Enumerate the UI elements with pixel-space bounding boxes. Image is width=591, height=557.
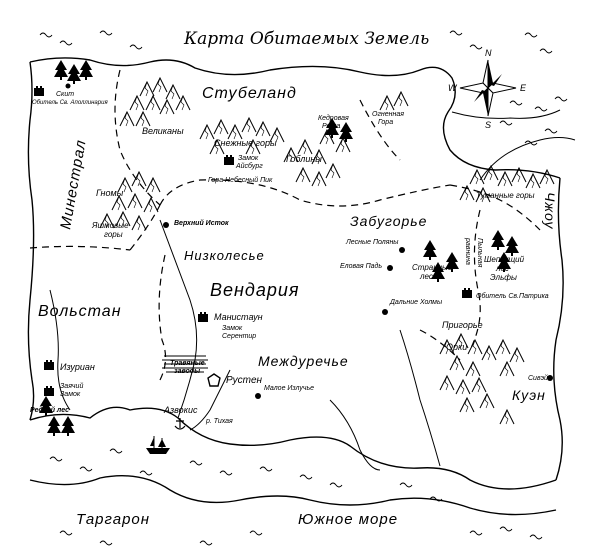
region-zabugorye: Забугорье [350, 213, 427, 229]
label-zamok-serentir-1: Замок [222, 325, 243, 332]
label-velikany: Великаны [142, 126, 184, 136]
symbols [34, 83, 553, 454]
label-manistaun: Манистаун [214, 312, 263, 322]
castle-aysbug-icon [224, 155, 234, 165]
label-obitel-apollinaria: Обитель Св. Аполлинария [32, 100, 108, 106]
label-zyachiy-2: Замок [60, 391, 81, 398]
label-pylnaya-1: Пыльная [476, 238, 483, 268]
label-prigorye-2: Орки [446, 342, 467, 352]
label-izurian: Изуриан [60, 362, 95, 372]
town-verkhny-istok-icon [163, 222, 169, 228]
compass-e: E [520, 83, 527, 93]
label-prigorye-1: Пригорье [442, 320, 483, 330]
region-south-sea: Южное море [298, 511, 398, 528]
region-vendaria: Вендария [210, 280, 300, 300]
town-skit-icon [65, 83, 71, 89]
label-rusten: Рустен [226, 375, 263, 386]
label-snezhnye-gory: Снежные горы [214, 138, 277, 148]
town-maloe-izluchye-icon [255, 393, 261, 399]
label-zyachiy-1: Заячий [60, 382, 83, 390]
label-yashmovye-2: горы [104, 230, 123, 239]
region-mezhdurechye: Междуречье [258, 353, 349, 369]
grass-field-icon [162, 355, 208, 373]
label-zamok-aysbug-2: Айсбург [235, 162, 263, 170]
castle-manistaun-icon [198, 312, 208, 322]
label-shepchuschiy-1: Шепчущий [484, 255, 525, 264]
region-nizkolesye: Низколесье [184, 248, 265, 263]
region-stubeland: Стубеланд [202, 85, 297, 102]
region-kuen: Куэн [512, 387, 546, 403]
label-gora-nebesny-pik: Гора Небесный Пик [208, 176, 273, 184]
label-sivey: Сивэй [528, 374, 548, 382]
label-tumannye-gory: Туманные горы [476, 191, 535, 200]
label-redkiy-les: Редкий лес [30, 406, 69, 414]
region-targaron: Таргарон [76, 511, 150, 528]
ship-icon [146, 436, 170, 454]
label-gnomy: Гномы [96, 188, 124, 198]
region-chzhou: Чжоу [542, 192, 558, 229]
town-lesnye-polyany-icon [399, 247, 405, 253]
region-minestral: Минестрал [57, 138, 90, 231]
label-elovaya-pad: Еловая Падь [340, 262, 382, 270]
compass-s: S [485, 120, 491, 130]
castle-izurian-icon [44, 360, 54, 370]
label-pylnaya-2: равнина [464, 237, 471, 265]
label-ognennaya-1: Огненная [372, 111, 404, 118]
town-elovaya-pad-icon [387, 265, 393, 271]
compass-rose: N S E W [448, 48, 527, 130]
forest-skit [54, 60, 93, 84]
castle-zyachiy-icon [44, 386, 54, 396]
label-ognennaya-2: Гора [378, 119, 393, 126]
compass-n: N [485, 48, 492, 58]
town-dalnie-kholmy-icon [382, 309, 388, 315]
capital-rusten-icon [207, 373, 221, 387]
label-strannyi-1: Странный [412, 263, 453, 272]
label-kedrovaya-1: Кедровая [318, 114, 349, 122]
label-reka-tikhaya: р. Тихая [205, 418, 233, 425]
label-shepchuschiy-2: лес [495, 264, 509, 273]
label-azvokis: Азвокис [163, 405, 198, 415]
label-obitel-patrika: Обитель Св.Патрика [476, 292, 549, 300]
label-lesnye-polyany: Лесные Поляны [345, 239, 399, 246]
label-travyanye-1: Травяные [170, 360, 205, 367]
label-skit: Скит [56, 91, 74, 98]
castle-skit-icon [34, 86, 44, 96]
mountain-range-snezhnye [199, 117, 285, 155]
label-zamok-aysbug-1: Замок [238, 155, 259, 162]
compass-w: W [448, 83, 458, 93]
label-yashmovye-1: Яшмовые [91, 221, 129, 230]
label-verkhny-istok: Верхний Исток [174, 219, 229, 227]
town-sivey-icon [547, 375, 553, 381]
mountain-range-velikany [119, 77, 191, 127]
map-title: Карта Обитаемых Земель [183, 29, 429, 49]
borders [29, 69, 541, 381]
label-maloe-izluchye: Малое Излучье [264, 385, 314, 392]
anchor-azvokis-icon [174, 418, 186, 430]
label-travyanye-2: заводы [174, 367, 200, 375]
rivers [49, 109, 576, 471]
label-strannyi-2: лес [419, 272, 433, 281]
mountain-ognennaya [379, 91, 409, 111]
region-volstan: Вольстан [38, 303, 122, 320]
coastline [27, 57, 564, 516]
label-zamok-serentir-2: Серентир [222, 333, 256, 340]
label-kedrovaya-2: Роща [322, 123, 341, 130]
monastery-patrika-icon [462, 288, 472, 298]
label-gobliny: Гоблины [286, 154, 322, 164]
label-dalnie-kholmy: Дальние Холмы [389, 299, 443, 306]
label-shepchuschiy-3: Эльфы [490, 273, 517, 282]
